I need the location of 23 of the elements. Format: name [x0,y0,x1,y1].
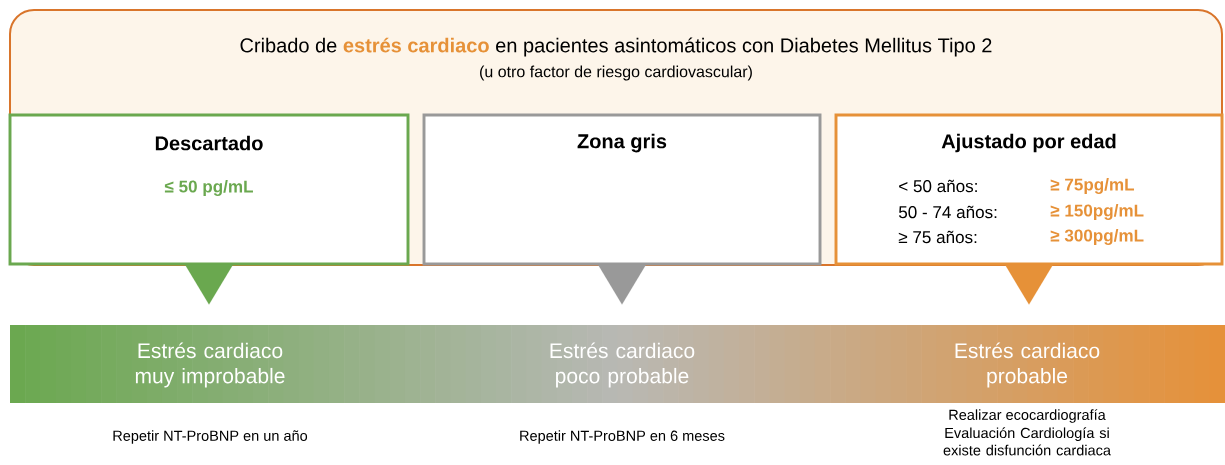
action-note: Realizar ecocardiografía [949,409,1106,423]
age-range: ≥ 75 años: [898,230,977,244]
gradient-band [10,325,1225,403]
band-label: Estrés cardiaco probable [955,342,1100,388]
threshold-value: ≥ 150pg/mL [1050,204,1144,220]
age-range: < 50 años: [899,179,977,193]
age-range: 50 - 74 años: [898,205,997,219]
subtitle: (u otro factor de riesgo cardiovascular) [480,65,752,81]
threshold-value: ≤ 50 pg/mL [164,180,253,196]
box-heading: Descartado [155,135,263,151]
action-note: Repetir NT-ProBNP en un año [113,430,308,444]
band-label: Estrés cardiaco poco probable [550,342,695,388]
action-note: Evaluación Cardiología si existe disfunción cardiaca [943,427,1111,456]
threshold-value: ≥ 75pg/mL [1050,178,1134,194]
threshold-value: ≥ 300pg/mL [1050,229,1144,245]
pointer-arrow [185,264,233,305]
title: Cribado de estrés cardiaco en pacientes asintomáticos con Diabetes Mellitus Tipo 2 [240,37,992,57]
band-label: Estrés cardiaco muy improbable [135,342,285,388]
box-heading: Ajustado por edad [941,133,1116,153]
action-note: Repetir NT-ProBNP en 6 meses [520,430,725,444]
pointer-arrow [1005,264,1053,305]
pointer-arrow [598,264,646,305]
box-heading: Zona gris [577,133,667,153]
